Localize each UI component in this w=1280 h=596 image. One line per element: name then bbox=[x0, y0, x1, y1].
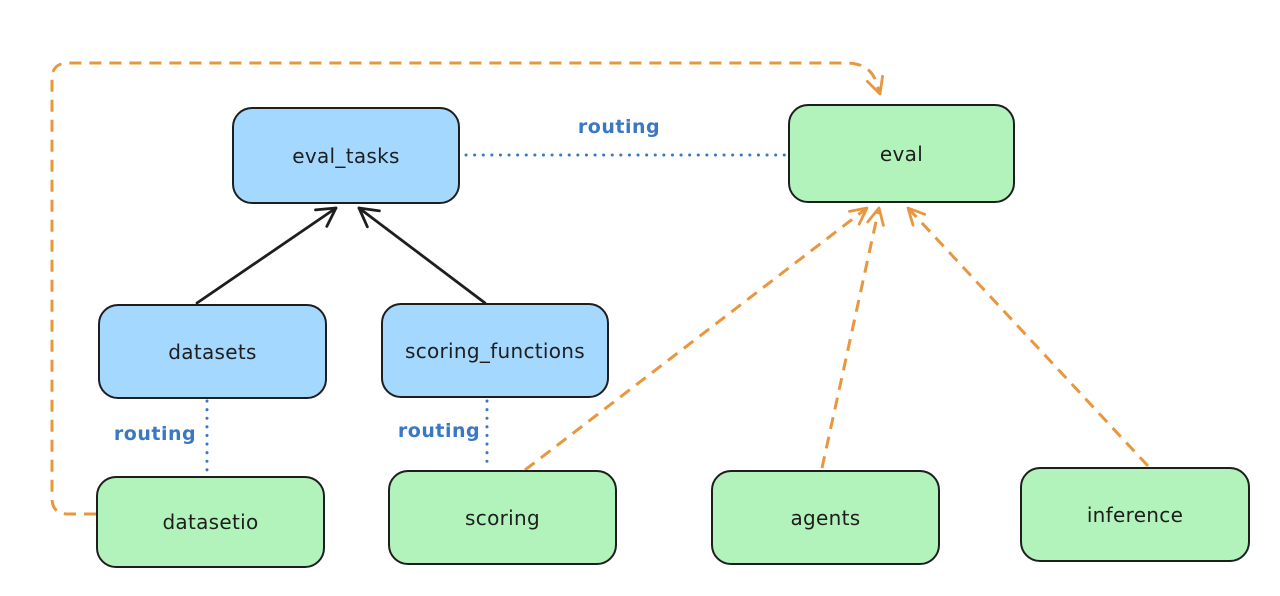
node-agents-label: agents bbox=[790, 505, 861, 530]
edge-agents-to-eval bbox=[820, 206, 885, 469]
node-inference-label: inference bbox=[1086, 502, 1184, 527]
edge-scoring-functions-to-eval-tasks bbox=[357, 206, 487, 305]
edge-datasets-to-eval-tasks bbox=[195, 206, 338, 305]
routing-label-datasets-datasetio: routing bbox=[113, 423, 197, 445]
routing-label-eval-tasks-eval: routing bbox=[577, 116, 661, 138]
node-scoring-label: scoring bbox=[465, 505, 540, 530]
node-eval-tasks: eval_tasks bbox=[232, 107, 460, 204]
edge-inference-to-eval bbox=[906, 206, 1150, 468]
edge-datasetio-to-eval-loop bbox=[50, 61, 884, 516]
node-datasetio: datasetio bbox=[96, 476, 325, 568]
node-eval: eval bbox=[788, 104, 1015, 203]
routing-label-scoring-functions-scoring: routing bbox=[397, 420, 481, 442]
node-agents: agents bbox=[711, 470, 940, 565]
node-eval-label: eval bbox=[879, 141, 924, 166]
node-scoring: scoring bbox=[388, 470, 617, 565]
node-scoring-functions: scoring_functions bbox=[381, 303, 609, 398]
node-datasets: datasets bbox=[98, 304, 327, 399]
edge-scoring-to-eval bbox=[524, 206, 869, 472]
node-scoring-functions-label: scoring_functions bbox=[404, 338, 586, 363]
node-inference: inference bbox=[1020, 467, 1250, 562]
node-datasetio-label: datasetio bbox=[162, 510, 259, 534]
node-datasets-label: datasets bbox=[168, 339, 257, 364]
node-eval-tasks-label: eval_tasks bbox=[292, 143, 400, 168]
